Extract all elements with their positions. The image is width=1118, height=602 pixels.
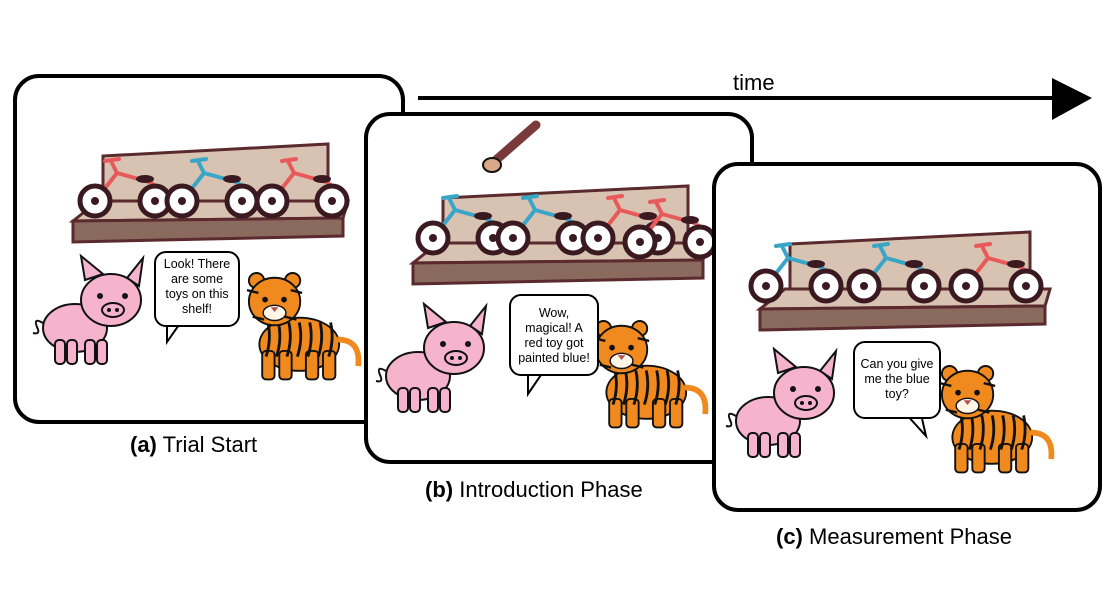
panel-trial-start: Look! There are some toys on this shelf! — [13, 74, 405, 424]
blue-toy-bike — [846, 242, 942, 304]
red-toy-bike — [77, 157, 173, 219]
scene-trial-start — [17, 78, 401, 420]
toy-shelf — [755, 230, 1053, 332]
blue-toy-bike — [748, 242, 844, 304]
panel-introduction-phase: Wow, magical! A red toy got painted blue… — [364, 112, 754, 464]
caption-letter: (c) — [776, 524, 803, 549]
speech-bubble: Wow, magical! A red toy got painted blue… — [509, 294, 599, 376]
caption-text: Trial Start — [162, 432, 258, 457]
paint-brush — [482, 120, 541, 173]
scene-introduction-phase — [368, 116, 750, 460]
pig — [375, 301, 488, 413]
timeline-label: time — [733, 70, 775, 95]
tiger — [939, 365, 1055, 474]
caption-introduction-phase: (b) Introduction Phase — [425, 477, 643, 503]
panel-measurement-phase: Can you give me the blue toy? — [712, 162, 1102, 512]
scene-measurement-phase — [716, 166, 1098, 508]
caption-letter: (b) — [425, 477, 454, 502]
red-toy-bike — [254, 157, 350, 219]
caption-letter: (a) — [130, 432, 157, 457]
red-toy-bike — [948, 242, 1044, 304]
caption-trial-start: (a) Trial Start — [130, 432, 257, 458]
speech-text: Look! There are some toys on this shelf! — [163, 257, 231, 316]
scene-illustration — [375, 120, 718, 429]
scene-illustration — [725, 230, 1055, 474]
speech-text: Can you give me the blue toy? — [860, 357, 934, 401]
caption-text: Measurement Phase — [809, 524, 1013, 549]
speech-bubble: Can you give me the blue toy? — [853, 341, 941, 419]
timeline-arrow — [418, 78, 1092, 120]
tiger — [246, 272, 362, 381]
caption-measurement-phase: (c) Measurement Phase — [776, 524, 1012, 550]
scene-illustration — [32, 142, 362, 381]
red-toy-bike — [622, 198, 718, 260]
speech-text: Wow, magical! A red toy got painted blue… — [518, 306, 590, 365]
caption-text: Introduction Phase — [459, 477, 643, 502]
pig — [32, 253, 145, 365]
speech-bubble: Look! There are some toys on this shelf! — [154, 251, 240, 327]
timeline: time — [0, 0, 1118, 140]
pig — [725, 346, 838, 458]
blue-toy-bike — [164, 157, 260, 219]
tiger — [593, 320, 709, 429]
